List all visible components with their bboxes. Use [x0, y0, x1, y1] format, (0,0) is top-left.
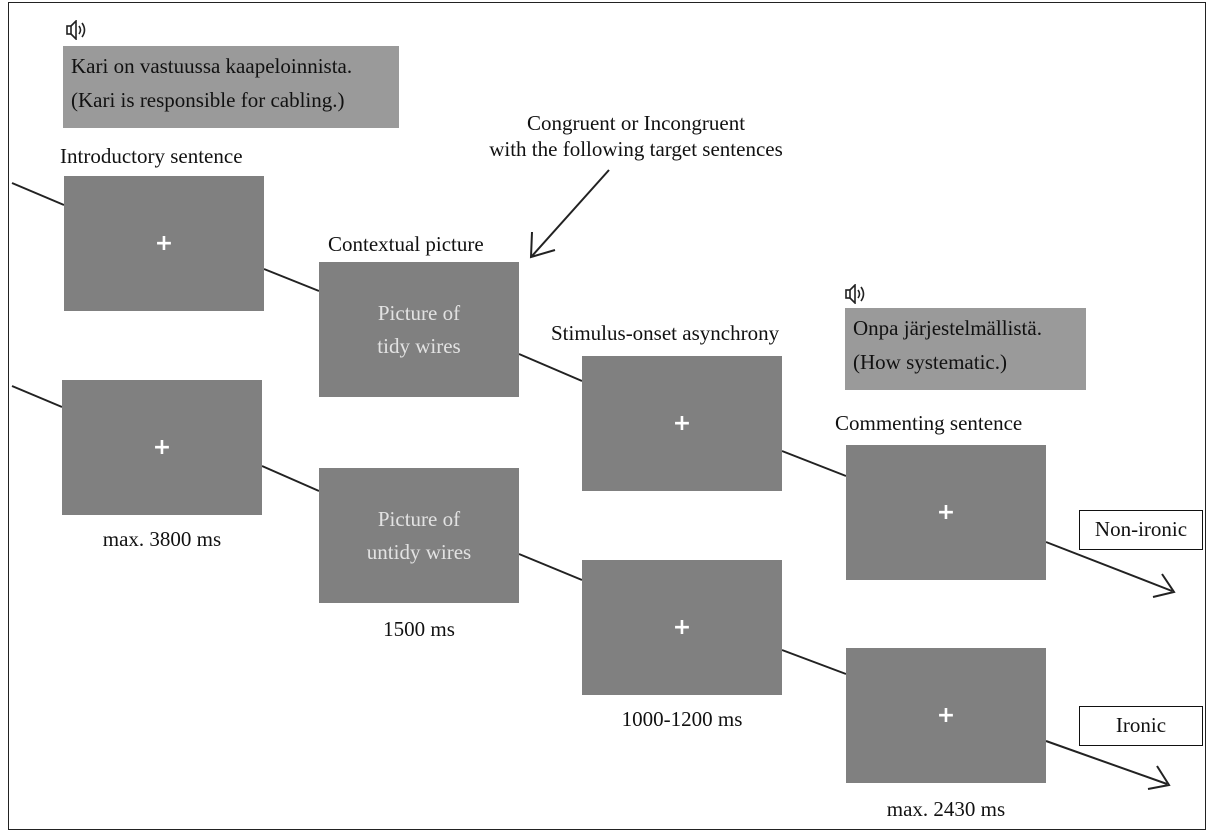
- top-entry-line: [11, 182, 65, 206]
- comment-audio-text: Onpa järjestelmällistä.: [853, 316, 1042, 340]
- comment-duration: max. 2430 ms: [886, 797, 1006, 821]
- untidy-picture-text: Picture of untidy wires: [319, 503, 519, 569]
- fixation-cross: +: [936, 499, 956, 525]
- comment-audio-box: Onpa järjestelmällistä. (How systematic.…: [845, 308, 1086, 390]
- fixation-cross: +: [672, 410, 692, 436]
- tidy-picture-text: Picture of tidy wires: [319, 297, 519, 363]
- untidy-picture-line-1: Picture of: [377, 506, 461, 531]
- comment-screen-top: +: [846, 445, 1046, 580]
- bottom-arrowhead: [1147, 765, 1171, 790]
- bottom-entry-line: [11, 385, 63, 408]
- top-line-intro-to-picture: [263, 268, 320, 292]
- bottom-line-picture-to-soa: [518, 553, 583, 581]
- intro-screen-top: +: [64, 176, 264, 311]
- intro-audio-text: Kari on vastuussa kaapeloinnista.: [71, 54, 353, 78]
- comment-audio-translation: (How systematic.): [853, 350, 1007, 374]
- soa-screen-bottom: +: [582, 560, 782, 695]
- intro-stage-label: Introductory sentence: [60, 144, 243, 168]
- top-line-picture-to-soa: [518, 353, 583, 382]
- picture-stage-label: Contextual picture: [328, 232, 484, 256]
- speaker-icon: [66, 20, 86, 40]
- bottom-line-intro-to-picture: [261, 465, 320, 492]
- comment-screen-bottom: +: [846, 648, 1046, 783]
- intro-duration: max. 3800 ms: [102, 527, 222, 551]
- annotation-line-2: with the following target sentences: [489, 137, 783, 161]
- intro-screen-bottom: +: [62, 380, 262, 515]
- fixation-cross: +: [936, 702, 956, 728]
- fixation-cross: +: [672, 614, 692, 640]
- intro-audio-box: Kari on vastuussa kaapeloinnista. (Kari …: [63, 46, 399, 128]
- non-ironic-box: Non-ironic: [1079, 510, 1203, 550]
- soa-duration: 1000-1200 ms: [621, 707, 743, 731]
- soa-screen-top: +: [582, 356, 782, 491]
- top-arrowhead: [1152, 573, 1176, 598]
- tidy-picture-screen: Picture of tidy wires: [319, 262, 519, 397]
- bottom-line-soa-to-comment: [781, 649, 847, 675]
- annotation-line-1: Congruent or Incongruent: [526, 111, 746, 135]
- annotation-arrowhead: [529, 231, 556, 259]
- top-exit-line: [1045, 541, 1173, 592]
- annotation-arrow-line: [531, 169, 610, 257]
- tidy-picture-line-1: Picture of: [377, 300, 461, 325]
- tidy-picture-line-2: tidy wires: [377, 333, 461, 358]
- untidy-picture-screen: Picture of untidy wires: [319, 468, 519, 603]
- soa-stage-label: Stimulus-onset asynchrony: [551, 321, 780, 345]
- intro-audio-translation: (Kari is responsible for cabling.): [71, 88, 345, 112]
- top-line-soa-to-comment: [781, 450, 847, 477]
- speaker-icon: [845, 284, 865, 304]
- bottom-exit-line: [1045, 740, 1168, 785]
- fixation-cross: +: [152, 434, 172, 460]
- fixation-cross: +: [154, 230, 174, 256]
- untidy-picture-line-2: untidy wires: [366, 539, 472, 564]
- ironic-box: Ironic: [1079, 706, 1203, 746]
- picture-duration: 1500 ms: [383, 617, 455, 641]
- comment-stage-label: Commenting sentence: [835, 411, 1023, 435]
